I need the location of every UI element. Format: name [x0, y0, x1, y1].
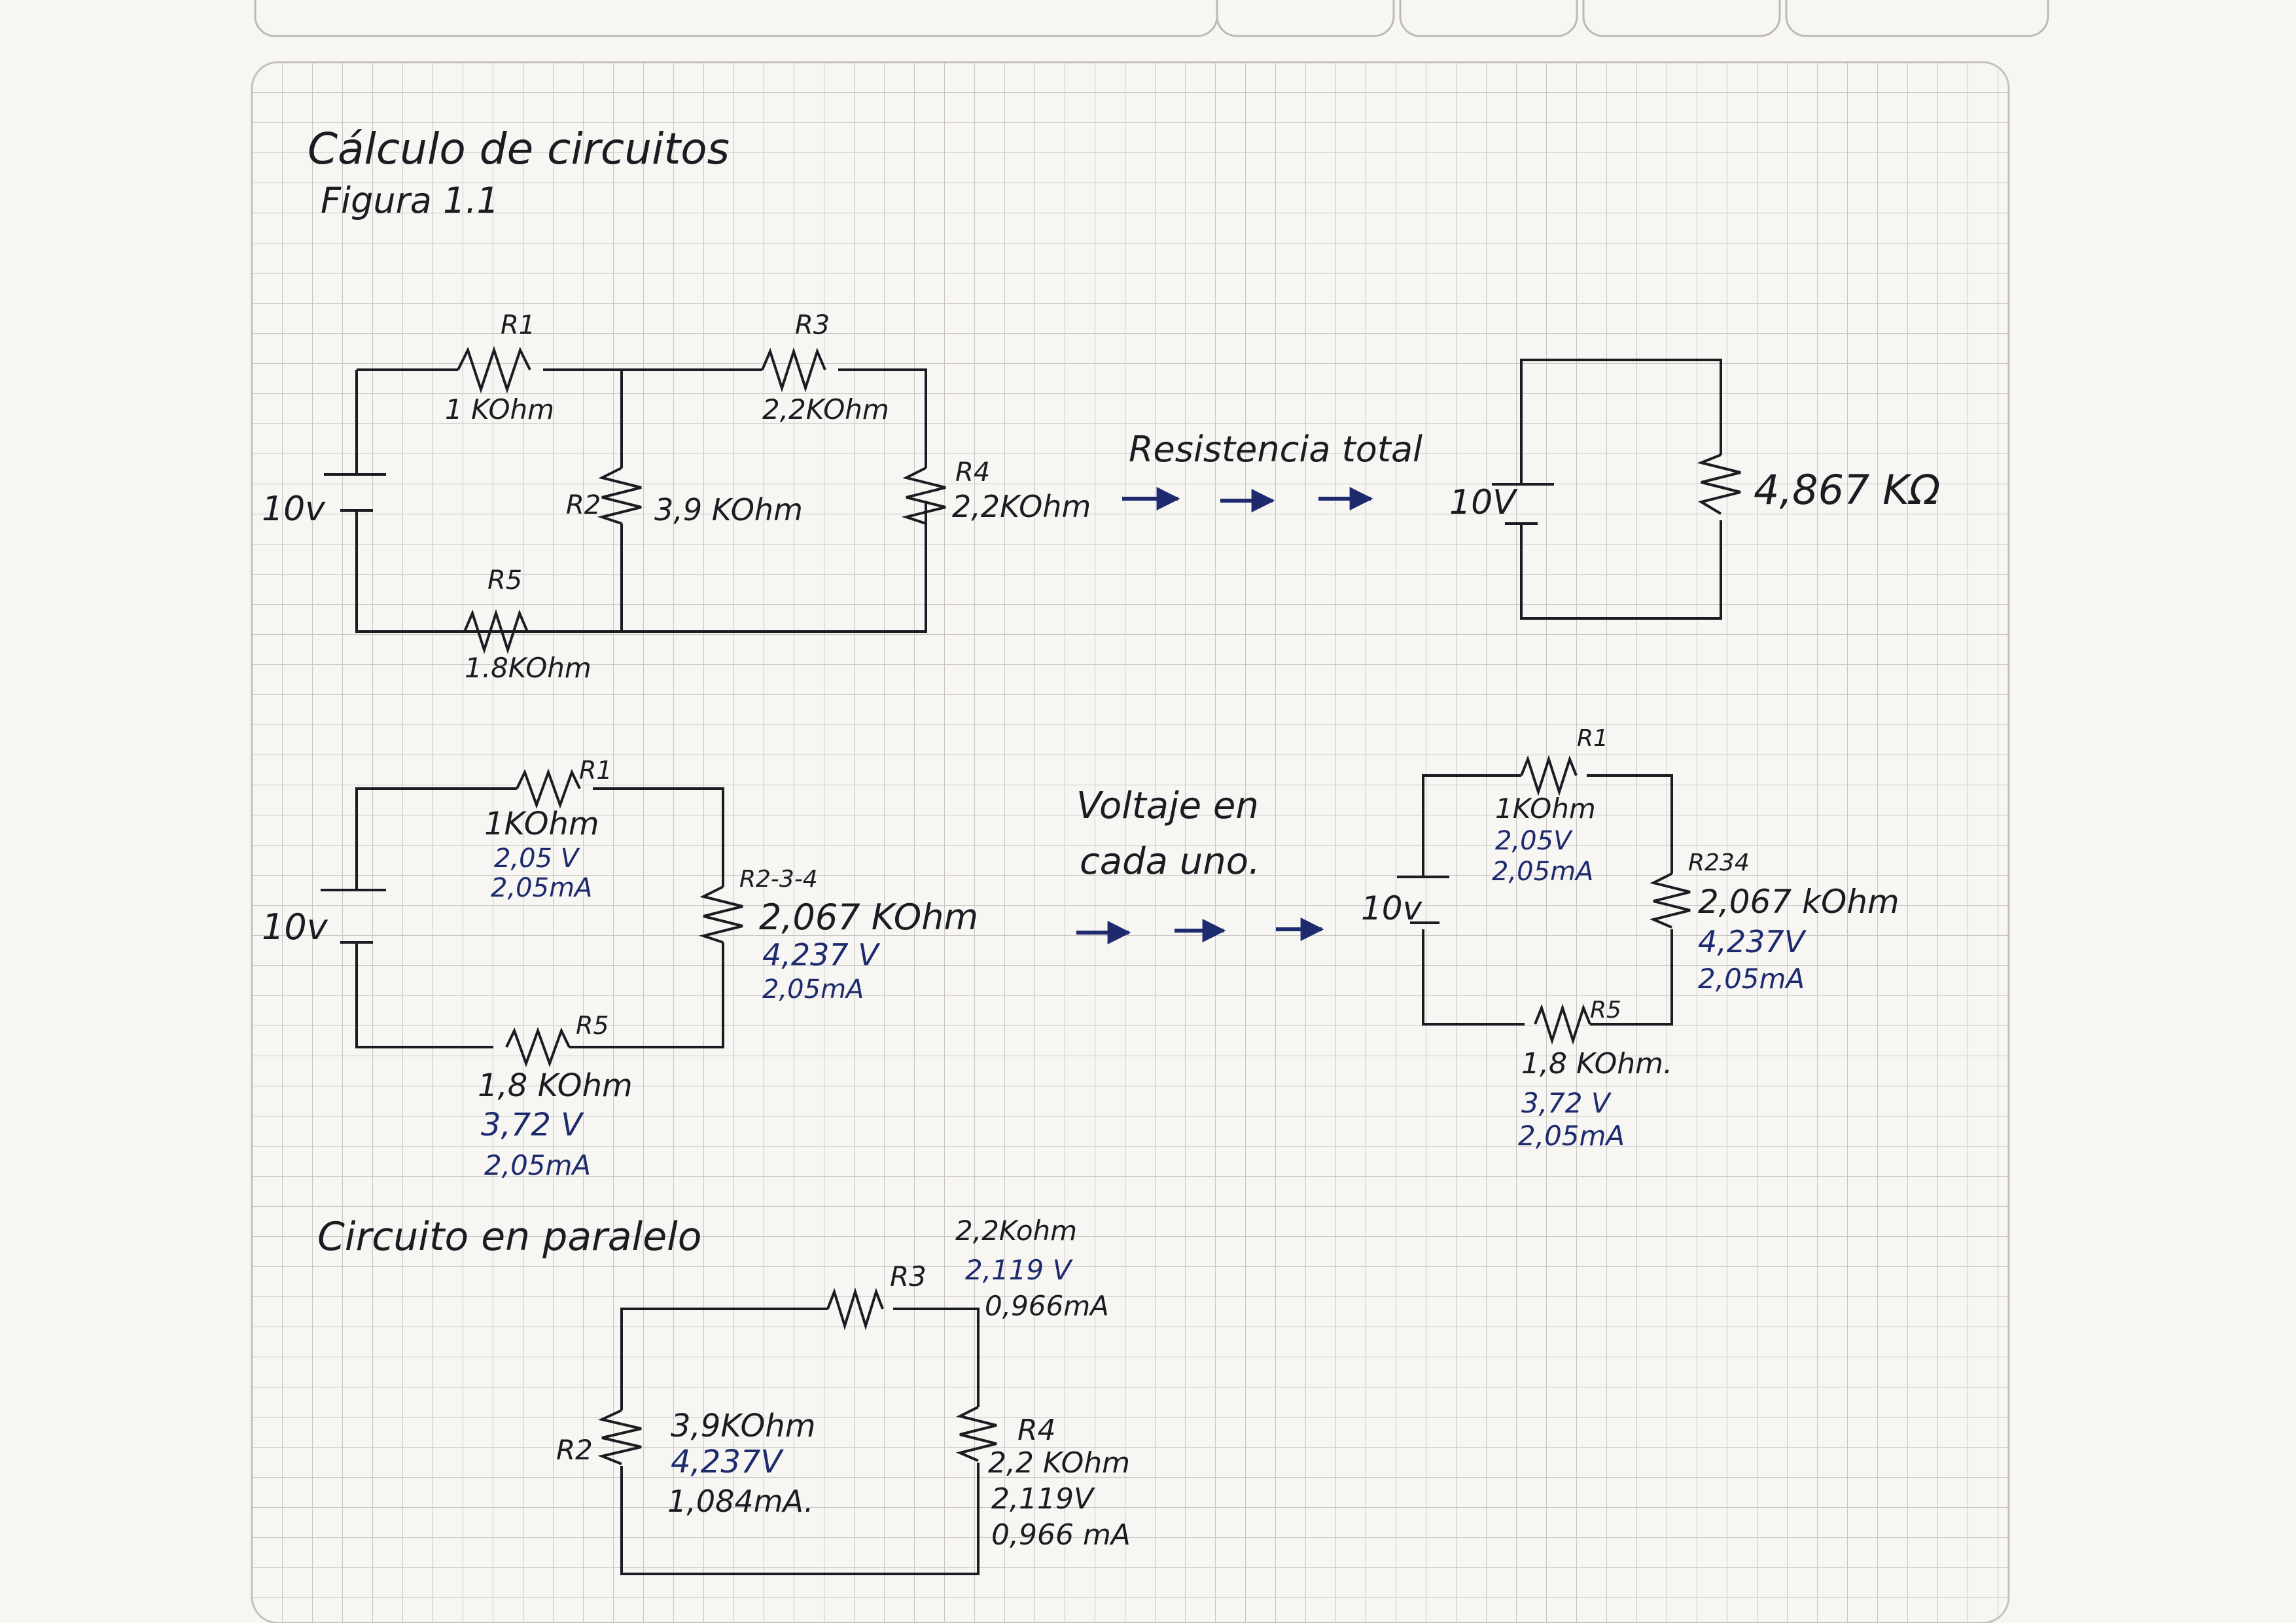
- parallel-circuit: [597, 1287, 997, 1575]
- c1-r4-label: R4: [955, 457, 990, 488]
- arrows-row-1: [1122, 487, 1373, 512]
- c2-r1-current: 2,05mA: [491, 873, 592, 903]
- p-r3-zigzag: [826, 1287, 884, 1330]
- c3-r1-voltage: 2,05V: [1495, 826, 1573, 856]
- c3-r234-value: 2,067 kOhm: [1698, 883, 1899, 921]
- c2-r1-value: 1KOhm: [484, 806, 599, 842]
- c2-r5-voltage: 3,72 V: [481, 1107, 584, 1143]
- total-value: 4,867 KΩ: [1754, 466, 1940, 514]
- c3-r5-voltage: 3,72 V: [1521, 1087, 1612, 1119]
- p-r2-value: 3,9KOhm: [671, 1408, 815, 1444]
- r2-zigzag: [597, 467, 642, 525]
- c3-r1-value: 1KOhm: [1495, 793, 1596, 825]
- c2-r1-zigzag: [516, 768, 581, 809]
- c3-r234-voltage: 4,237V: [1698, 924, 1807, 959]
- battery-3: [1397, 876, 1449, 924]
- parallel-title: Circuito en paralelo: [317, 1214, 702, 1260]
- rtotal-zigzag: [1697, 454, 1741, 515]
- p-r3-label: R3: [890, 1260, 927, 1293]
- p-r2-current: 1,084mA.: [667, 1484, 813, 1519]
- r4-zigzag: [901, 467, 946, 525]
- r3-zigzag: [761, 347, 826, 393]
- total-source: 10V: [1449, 483, 1518, 522]
- voltage-caption-2: cada uno.: [1080, 840, 1260, 883]
- c2-r5-label: R5: [576, 1011, 609, 1040]
- r1-zigzag: [457, 346, 531, 394]
- c1-source: 10v: [262, 490, 326, 529]
- c3-source: 10v: [1361, 889, 1423, 927]
- c1-r1-label: R1: [501, 310, 535, 340]
- c3-r234-label: R234: [1688, 849, 1750, 876]
- c1-r4-value: 2,2KOhm: [952, 489, 1091, 524]
- c1-r3-label: R3: [795, 310, 830, 340]
- r5-zigzag: [463, 609, 529, 654]
- c2-r234-label: R2-3-4: [739, 866, 818, 893]
- c1-r1-value: 1 KOhm: [445, 393, 554, 425]
- p-r3-current: 0,966mA: [985, 1290, 1109, 1322]
- battery-total: [1492, 483, 1554, 525]
- c3-r5-value: 1,8 KOhm.: [1521, 1047, 1672, 1080]
- c2-r234-current: 2,05mA: [762, 974, 864, 1005]
- c2-r234-value: 2,067 KOhm: [759, 897, 978, 938]
- c3-r5-current: 2,05mA: [1518, 1120, 1625, 1152]
- p-r2-label: R2: [556, 1434, 593, 1466]
- c3-r234-zigzag: [1649, 872, 1691, 929]
- c1-r3-value: 2,2KOhm: [762, 393, 889, 425]
- grid-paper: [251, 61, 2010, 1623]
- total-circuit: [1492, 359, 1741, 620]
- c2-r234-voltage: 4,237 V: [762, 937, 881, 972]
- circuit-1: [324, 346, 946, 654]
- c3-r5-zigzag: [1534, 1003, 1591, 1045]
- c2-r1-voltage: 2,05 V: [494, 844, 580, 874]
- total-caption: Resistencia total: [1129, 429, 1422, 470]
- c1-r2-value: 3,9 KOhm: [654, 492, 803, 527]
- p-r4-voltage: 2,119V: [991, 1482, 1095, 1516]
- circuit-3: [1397, 755, 1691, 1045]
- c2-r5-value: 1,8 KOhm: [478, 1067, 633, 1104]
- circuit-2: [321, 768, 743, 1067]
- c3-r234-current: 2,05mA: [1698, 963, 1805, 995]
- c3-r5-label: R5: [1590, 997, 1621, 1024]
- figure-label: Figura 1.1: [321, 180, 499, 221]
- p-r3-value: 2,2Kohm: [955, 1215, 1077, 1247]
- arrows-row-2: [1076, 918, 1324, 944]
- p-r4-zigzag: [955, 1406, 997, 1462]
- p-r3-voltage: 2,119 V: [965, 1254, 1074, 1286]
- c2-source: 10v: [262, 906, 328, 948]
- notebook-top-tabs: [254, 0, 2049, 37]
- battery-1: [324, 473, 386, 512]
- p-r4-current: 0,966 mA: [991, 1518, 1131, 1552]
- c3-r1-label: R1: [1577, 725, 1608, 752]
- page-title: Cálculo de circuitos: [308, 124, 730, 174]
- c2-r1-label: R1: [579, 756, 612, 785]
- p-r4-value: 2,2 KOhm: [988, 1446, 1130, 1480]
- p-r4-label: R4: [1017, 1414, 1056, 1447]
- c1-r5-label: R5: [487, 565, 522, 596]
- c2-r234-zigzag: [698, 885, 743, 944]
- voltage-caption-1: Voltaje en: [1076, 785, 1259, 827]
- p-r2-voltage: 4,237V: [671, 1444, 784, 1480]
- c1-r2-label: R2: [566, 490, 601, 520]
- c2-r5-zigzag: [505, 1027, 571, 1067]
- c3-r1-current: 2,05mA: [1492, 857, 1593, 887]
- battery-2: [321, 889, 386, 944]
- c3-r1-zigzag: [1520, 755, 1578, 796]
- c2-r5-current: 2,05mA: [484, 1149, 591, 1181]
- c1-r5-value: 1.8KOhm: [465, 652, 592, 684]
- p-r2-zigzag: [597, 1409, 642, 1465]
